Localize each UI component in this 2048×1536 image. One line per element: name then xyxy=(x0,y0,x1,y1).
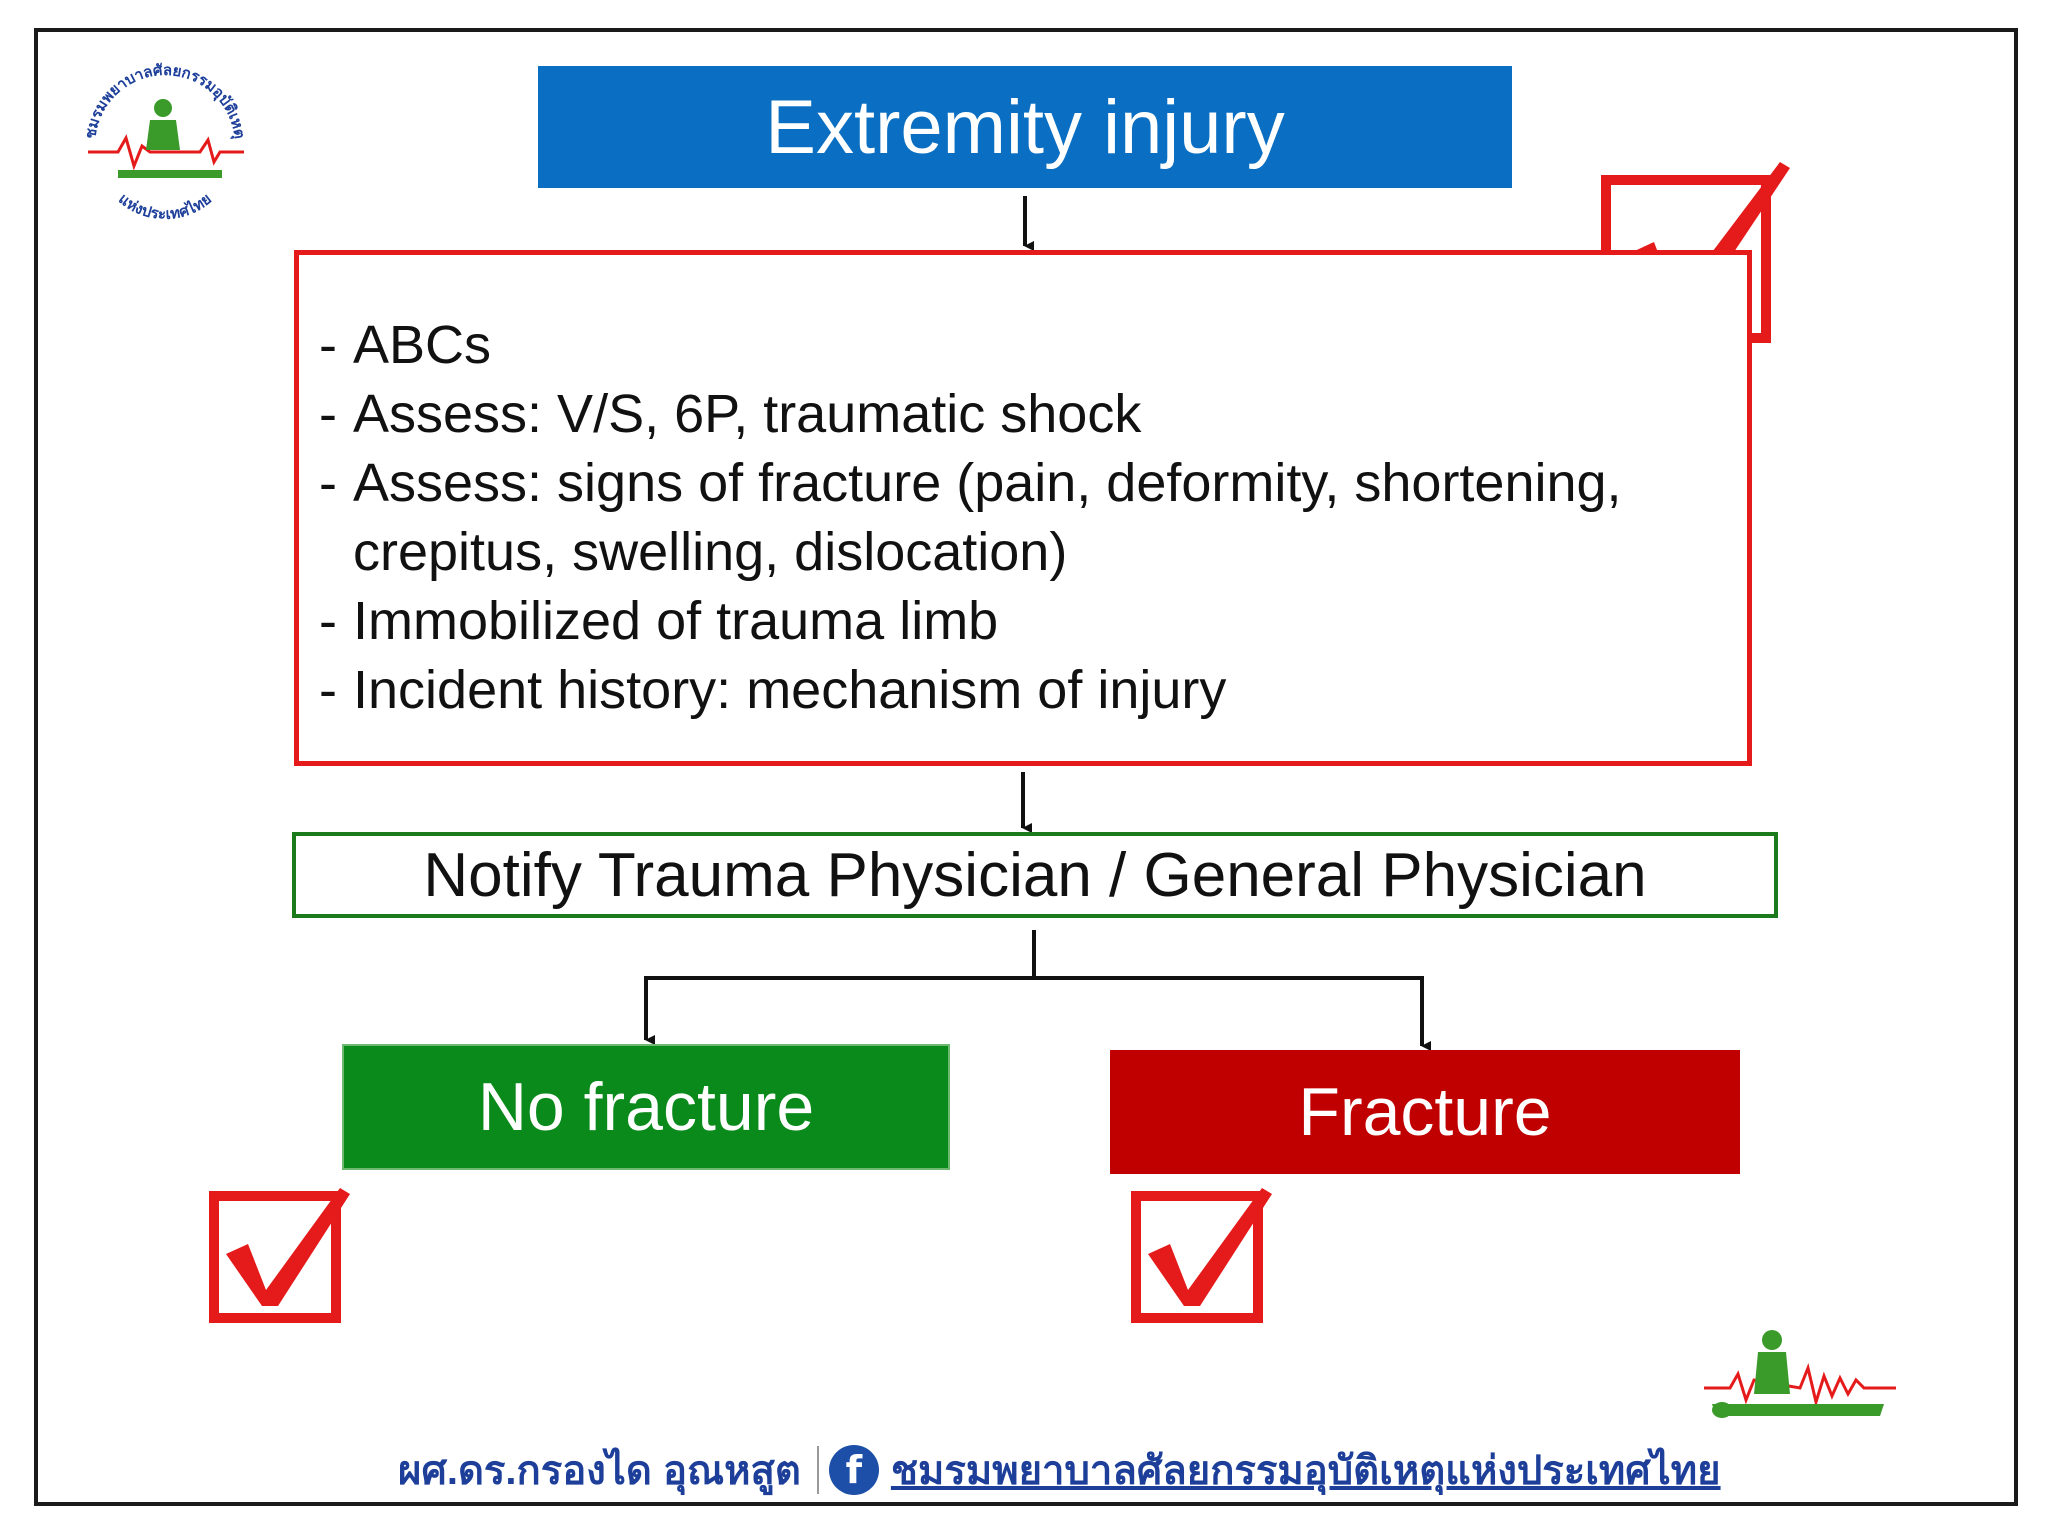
checkbox-checked-icon xyxy=(209,1188,350,1323)
club-logo-icon: ชมรมพยาบาลศัลยกรรมอุบัติเหตุ แห่งประเทศไ… xyxy=(81,61,249,229)
fracture-label: Fracture xyxy=(1298,1074,1552,1150)
connector-lines xyxy=(644,196,1431,1051)
assessment-item: Immobilized of trauma limb xyxy=(319,587,1733,656)
author-name: ผศ.ดร.กรองได อุณหสูต xyxy=(398,1449,801,1493)
facebook-icon[interactable]: f xyxy=(828,1445,879,1495)
no-fracture-label: No fracture xyxy=(477,1069,815,1145)
notify-text: Notify Trauma Physician / General Physic… xyxy=(423,840,1647,910)
ecg-figure-icon xyxy=(1704,1330,1896,1418)
club-facebook-link[interactable]: ชมรมพยาบาลศัลยกรรมอุบัติเหตุแห่งประเทศไท… xyxy=(890,1449,1721,1493)
assessment-item: Assess: V/S, 6P, traumatic shock xyxy=(319,380,1733,449)
checkbox-checked-icon xyxy=(1131,1188,1272,1323)
title-text: Extremity injury xyxy=(765,84,1285,170)
no-fracture-box: No fracture xyxy=(342,1044,950,1170)
notify-box: Notify Trauma Physician / General Physic… xyxy=(292,832,1778,918)
assessment-item: Assess: signs of fracture (pain, deformi… xyxy=(319,449,1733,587)
footer: ผศ.ดร.กรองได อุณหสูต f ชมรมพยาบาลศัลยกรร… xyxy=(398,1438,1721,1502)
assessment-list: ABCs Assess: V/S, 6P, traumatic shock As… xyxy=(319,311,1733,725)
footer-divider xyxy=(816,1446,819,1494)
slide-frame xyxy=(34,28,2018,1506)
assessment-item: Incident history: mechanism of injury xyxy=(319,656,1733,725)
assessment-item: ABCs xyxy=(319,311,1733,380)
title-box: Extremity injury xyxy=(538,66,1512,188)
fracture-box: Fracture xyxy=(1110,1050,1740,1174)
assessment-box: ABCs Assess: V/S, 6P, traumatic shock As… xyxy=(294,250,1752,766)
